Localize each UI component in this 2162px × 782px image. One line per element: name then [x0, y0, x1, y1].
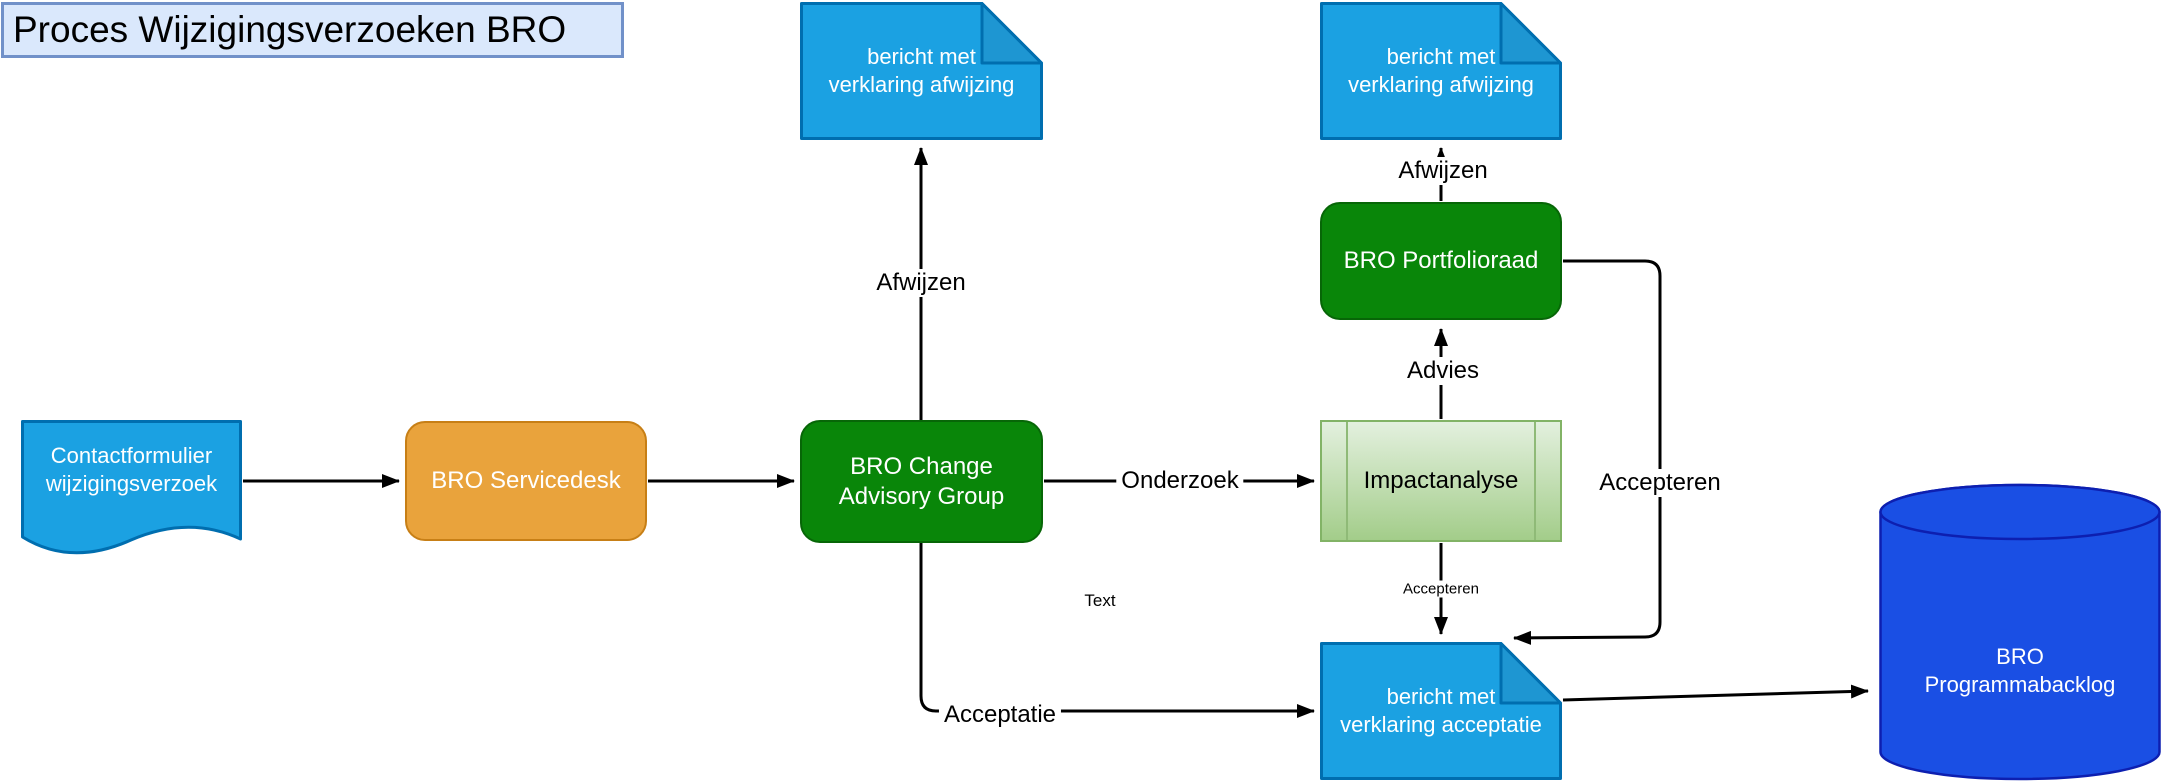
process-bar-left	[1346, 422, 1348, 540]
edge-label-afwijzen-links: Afwijzen	[871, 269, 971, 297]
edge-label-advies: Advies	[1401, 357, 1485, 385]
edge-label-accepteren-klein: Accepteren	[1398, 580, 1484, 598]
node-change-advisory-group: BRO Change Advisory Group	[800, 420, 1043, 543]
edge-label-accepteren-loop: Accepteren	[1594, 469, 1726, 497]
process-bar-right	[1534, 422, 1536, 540]
node-bericht-afwijzing-links: bericht met verklaring afwijzing	[800, 2, 1043, 140]
node-programmabacklog: BRO Programmabacklog	[1878, 483, 2162, 782]
edge-acceptatie	[919, 543, 1315, 718]
node-portfolioraad: BRO Portfolioraad	[1320, 202, 1562, 320]
edge-label-acceptatie: Acceptatie	[938, 701, 1062, 729]
node-servicedesk: BRO Servicedesk	[405, 421, 647, 541]
node-label: BRO Servicedesk	[431, 467, 621, 494]
edge-label-text-placeholder: Text	[1079, 591, 1121, 611]
node-impactanalyse: Impactanalyse	[1320, 420, 1562, 542]
node-contactformulier: Contactformulier wijzigingsverzoek	[21, 420, 242, 562]
document-shape	[21, 420, 242, 555]
note-shape	[1320, 2, 1562, 140]
node-bericht-afwijzing-rechts: bericht met verklaring afwijzing	[1320, 2, 1562, 140]
node-label: BRO Change Advisory Group	[838, 452, 1005, 510]
node-bericht-acceptatie: bericht met verklaring acceptatie	[1320, 642, 1562, 780]
note-shape	[800, 2, 1043, 140]
diagram-title: Proces Wijzigingsverzoeken BRO	[1, 2, 624, 58]
node-label: Impactanalyse	[1363, 467, 1519, 494]
edge-acceptatie-backlog	[1562, 684, 1869, 702]
database-shape	[1879, 483, 2161, 781]
edge-accepteren-loop	[1513, 259, 1662, 645]
note-shape	[1320, 642, 1562, 780]
edge-label-afwijzen-rechts: Afwijzen	[1393, 157, 1493, 185]
edge-label-onderzoek: Onderzoek	[1116, 467, 1244, 495]
node-label: BRO Portfolioraad	[1343, 247, 1539, 274]
